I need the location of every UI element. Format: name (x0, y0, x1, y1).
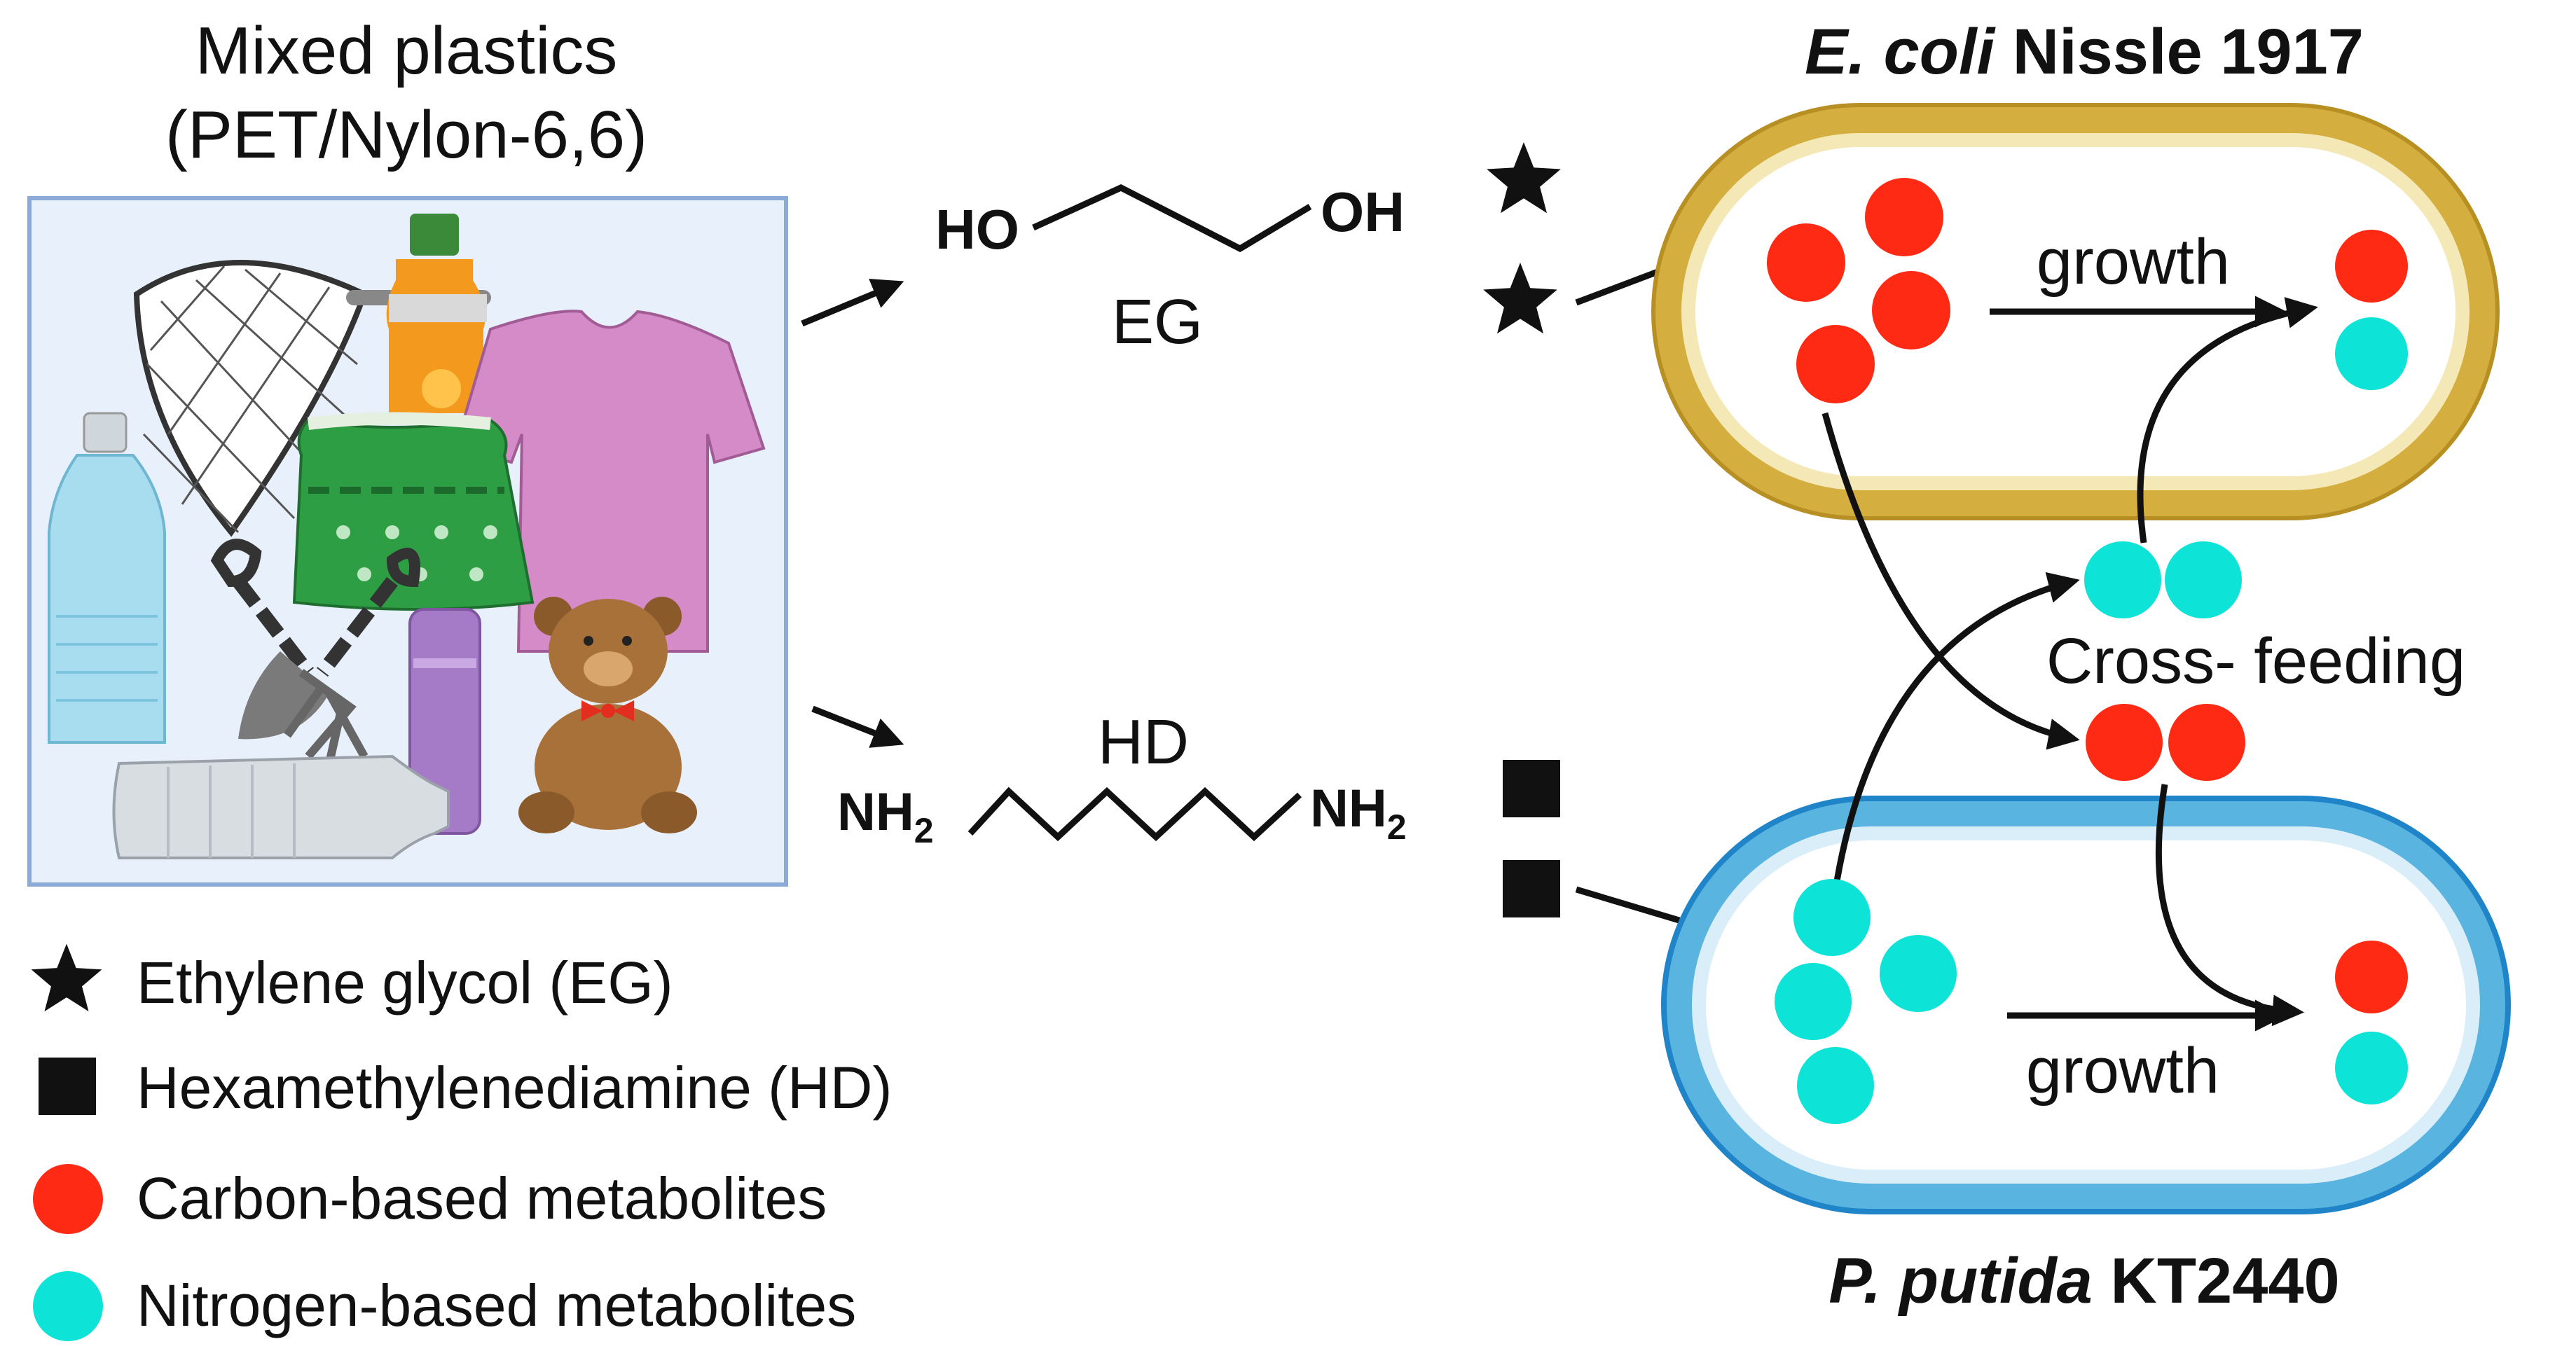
nitrogen-metabolite (1797, 1047, 1874, 1124)
pputida-name: P. putida KT2440 (1828, 1245, 2339, 1317)
pputida-growth-label: growth (2026, 1035, 2219, 1107)
eg-left-group: HO (935, 198, 1019, 261)
carbon-metabolite (1796, 325, 1875, 403)
ecoli-growth-label: growth (2037, 226, 2230, 298)
arrow-crossfeed-nitrogen-to-ecoli (2137, 297, 2318, 543)
star-icon (1487, 142, 1561, 214)
plastics-section: Mixed plastics (PET/Nylon-6,6) (27, 13, 788, 887)
red-circle-icon (33, 1164, 103, 1234)
arrow-panel-to-hd (811, 705, 904, 748)
plastics-title-line2: (PET/Nylon-6,6) (165, 97, 647, 172)
water-bottle-icon (48, 412, 166, 744)
teddy-bear-icon (518, 597, 697, 833)
ecoli-name-italic: E. coli (1805, 16, 1996, 88)
legend-label-eg: Ethylene glycol (EG) (137, 950, 673, 1016)
pputida-name-italic: P. putida (1828, 1245, 2093, 1317)
nitrogen-metabolite (2335, 317, 2408, 390)
pputida-name-rest: KT2440 (2093, 1245, 2340, 1317)
square-icon (1503, 760, 1560, 817)
shovel-icon (210, 539, 329, 740)
hd-label: HD (1098, 707, 1189, 777)
juice-bottle-icon (386, 214, 487, 413)
nitrogen-metabolite (2335, 1032, 2408, 1104)
arrow-panel-to-eg (801, 279, 904, 327)
carbon-metabolite (2335, 941, 2408, 1013)
nitrogen-metabolite (2084, 541, 2161, 618)
purple-bottle-icon (408, 608, 481, 835)
eg-label: EG (1112, 287, 1203, 357)
carbon-metabolite (2168, 704, 2245, 781)
hd-right-nh: NH (1310, 779, 1387, 838)
square-icon (39, 1058, 96, 1115)
carbon-metabolite (2086, 704, 2163, 781)
green-bag-icon (292, 412, 535, 611)
legend-label-nitrogen: Nitrogen-based metabolites (137, 1273, 856, 1338)
crossfeeding-label: Cross- feeding (2046, 625, 2465, 697)
nitrogen-metabolite (1880, 935, 1957, 1012)
garden-fork-icon (284, 548, 420, 765)
pputida-metabolites (1775, 879, 2408, 1124)
crossfeeding-metabolites (2084, 541, 2245, 781)
carbon-metabolite (1872, 271, 1950, 349)
nitrogen-metabolite (1775, 963, 1852, 1040)
square-icon (1503, 860, 1560, 917)
ecoli-name: E. coli Nissle 1917 (1805, 16, 2364, 88)
carbon-metabolite (2335, 230, 2408, 303)
legend-label-hd: Hexamethylenediamine (HD) (137, 1055, 892, 1121)
arrow-pputida-nitrogen-to-crossfeed (1832, 571, 2080, 890)
t-shirt-icon (453, 310, 766, 653)
hd-left-sub: 2 (914, 811, 934, 850)
star-icon (31, 943, 102, 1012)
ecoli-metabolites (1767, 178, 2408, 403)
legend-label-carbon: Carbon-based metabolites (137, 1165, 827, 1231)
star-icon (1483, 263, 1557, 334)
hd-molecule: HD NH2 NH2 (837, 707, 1407, 850)
hd-left-group: NH2 (837, 782, 934, 850)
hd-right-sub: 2 (1387, 808, 1407, 847)
pputida-cell: P. putida KT2440 (1661, 796, 2511, 1317)
pputida-cell-inner (1706, 840, 2466, 1170)
carbon-metabolite (1865, 178, 1943, 256)
plastics-title-line1: Mixed plastics (195, 13, 618, 88)
cyan-circle-icon (33, 1271, 103, 1341)
hd-right-group: NH2 (1310, 779, 1407, 847)
hd-left-nh: NH (837, 782, 914, 842)
clear-bottle-icon (112, 754, 450, 859)
carbon-metabolite (1767, 223, 1845, 302)
eg-right-group: OH (1321, 181, 1405, 243)
nitrogen-metabolite (1793, 879, 1871, 956)
ecoli-name-rest: Nissle 1917 (1995, 16, 2364, 88)
arrow-ecoli-carbon-to-crossfeed (1821, 412, 2080, 750)
eg-molecule: HO OH EG (935, 181, 1405, 357)
nitrogen-metabolite (2165, 541, 2242, 618)
legend: Ethylene glycol (EG) Hexamethylenediamin… (31, 943, 892, 1341)
